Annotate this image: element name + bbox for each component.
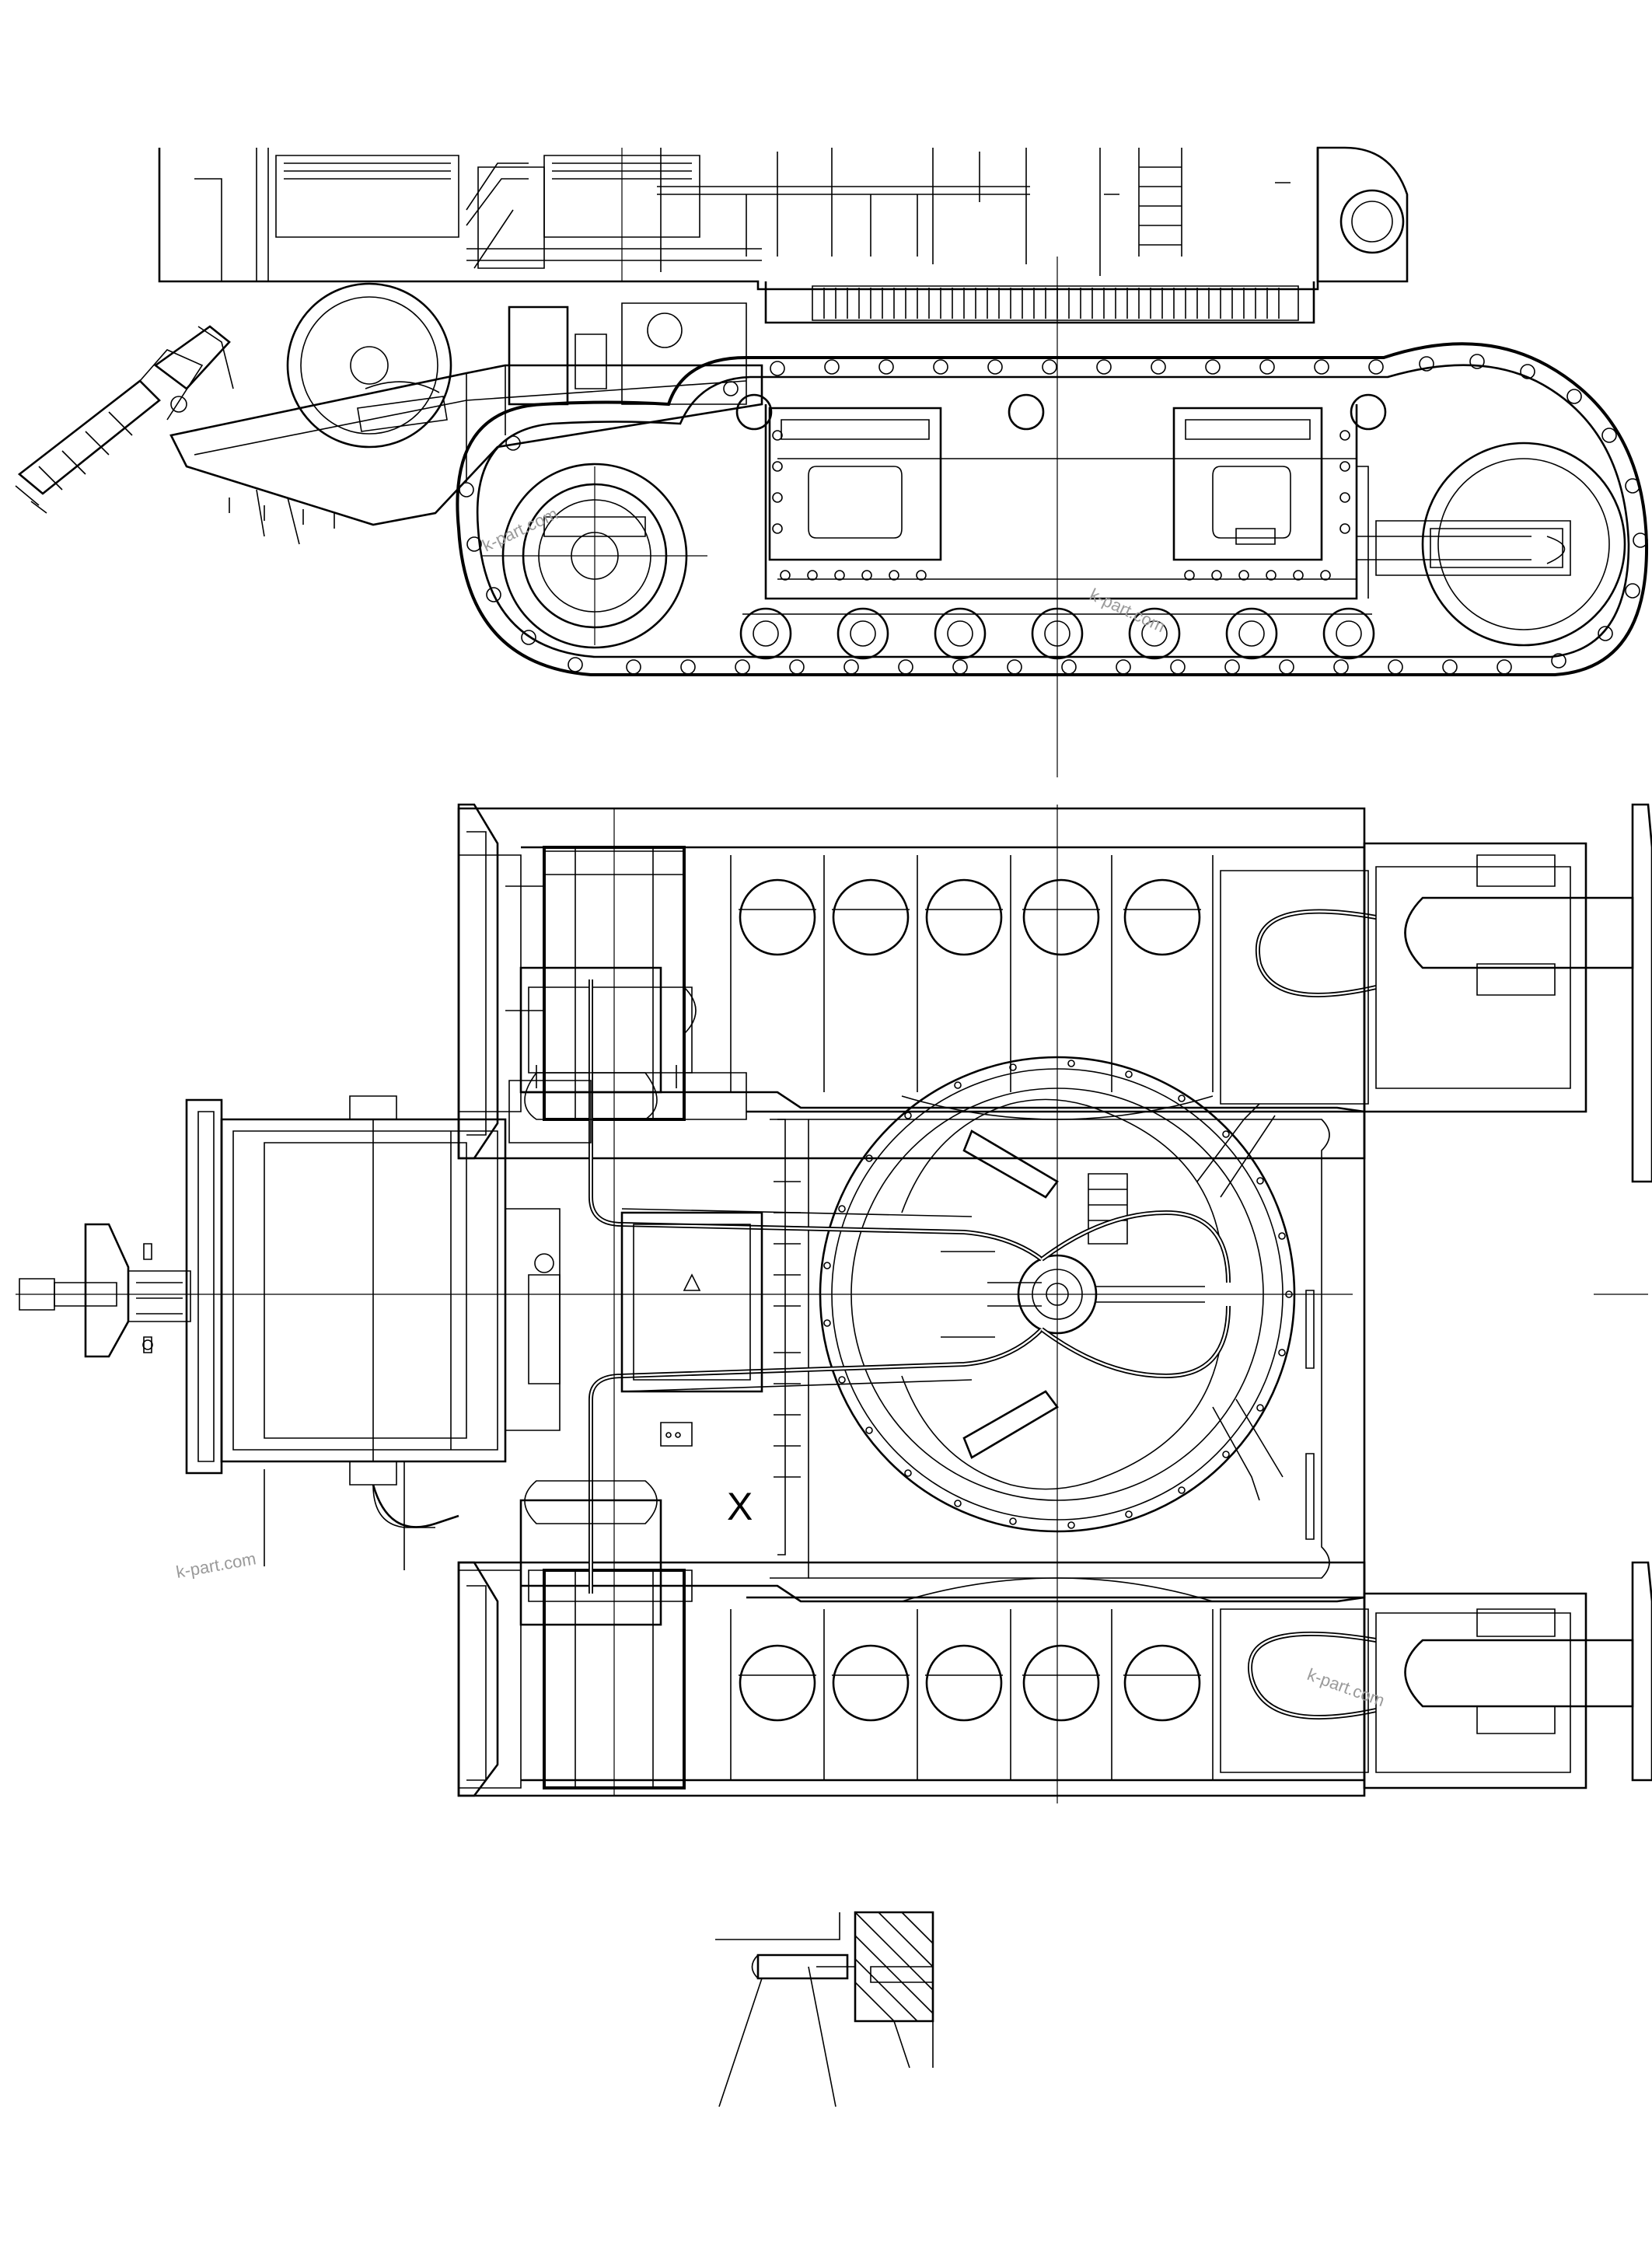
hydraulic-hoses: [589, 979, 1284, 1594]
machinery-house: [158, 146, 1409, 777]
frame-bolt-rows: [772, 430, 1350, 581]
lower-crawler-frame: [457, 1561, 1652, 1797]
detail-x-view: [715, 1911, 934, 2107]
watermark-1: k-part.com: [480, 504, 561, 556]
track-rollers: [739, 607, 1375, 660]
detail-marker-x: X: [727, 1485, 753, 1528]
crawler-frame-top: [764, 281, 1315, 324]
plan-view: X: [16, 803, 1652, 1803]
watermark-3: k-part.com: [175, 1548, 258, 1582]
carbody-side-frame: [735, 393, 1532, 600]
drive-sprocket: [482, 463, 707, 649]
lower-roller-pockets: [739, 1644, 1201, 1722]
upper-roller-pockets: [739, 878, 1201, 956]
centerline-vertical: [613, 805, 1058, 1803]
side-elevation-view: [15, 146, 1649, 777]
crawler-track: [456, 342, 1649, 676]
front-idler: [1375, 442, 1626, 647]
watermark-4: k-part.com: [1304, 1664, 1387, 1710]
detail-label-x: X: [727, 1485, 753, 1528]
cable-reel-arm: [15, 282, 763, 545]
cable-reel-plan: [19, 1095, 561, 1570]
watermark-2: k-part.com: [1087, 585, 1168, 637]
slew-ring-bolts: [823, 1060, 1293, 1529]
track-shoe-pins: [459, 354, 1648, 675]
drive-housings: [508, 966, 801, 1626]
upper-crawler-frame: [457, 803, 1652, 1183]
